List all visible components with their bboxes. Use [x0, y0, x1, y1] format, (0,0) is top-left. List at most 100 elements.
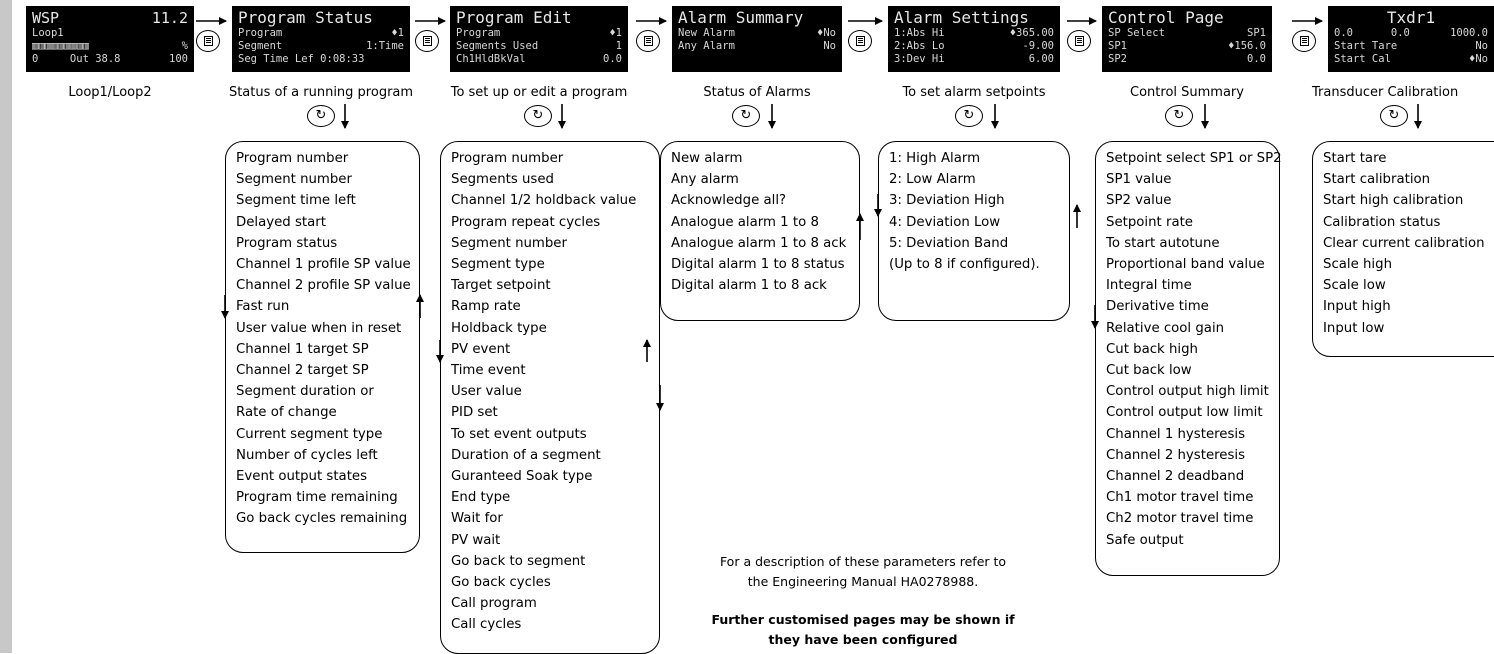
- list-item: Start high calibration: [1323, 193, 1464, 209]
- screen-title: WSP: [32, 9, 60, 27]
- screen-title: Alarm Settings: [894, 8, 1029, 27]
- scroll-button-icon[interactable]: ↻: [732, 105, 760, 127]
- page-button-icon[interactable]: [415, 30, 439, 52]
- list-alarm-settings: 1: High Alarm 2: Low Alarm 3: Deviation …: [878, 141, 1070, 321]
- list-item: Go back to segment: [451, 553, 586, 569]
- screen-value: 11.2: [151, 9, 188, 27]
- screen-row-label: SP Select: [1108, 27, 1165, 39]
- list-item: Cut back low: [1106, 363, 1192, 379]
- page-button-icon[interactable]: [636, 30, 660, 52]
- list-item: Ramp rate: [451, 299, 521, 315]
- list-item: Segment time left: [236, 193, 356, 209]
- list-control-page: Setpoint select SP1 or SP2 SP1 value SP2…: [1095, 141, 1282, 576]
- screen-row-label: Program: [456, 27, 501, 39]
- screen-row-value: ♦156.0: [1228, 40, 1266, 52]
- screen-row-value: ♦1: [609, 27, 622, 39]
- page-button-icon[interactable]: [1292, 30, 1316, 52]
- list-item: Setpoint select SP1 or SP2: [1106, 151, 1282, 166]
- custom-pages-note: Further customised pages may be shown if: [711, 612, 1015, 627]
- screen-row-value: 1: [615, 40, 622, 52]
- screen-row-label: 0 Out 38.8: [32, 53, 121, 65]
- screen-title: Program Edit: [456, 8, 572, 27]
- list-item: Go back cycles remaining: [236, 511, 408, 527]
- list-item: Current segment type: [236, 426, 383, 442]
- list-item: Time event: [451, 363, 526, 379]
- list-alarm-summary: New alarm Any alarm Acknowledge all? Ana…: [660, 141, 860, 321]
- caption-loop: Loop1/Loop2: [68, 85, 152, 100]
- list-item: Proportional band value: [1106, 257, 1265, 273]
- list-item: Ch1 motor travel time: [1106, 490, 1254, 506]
- list-item: Fast run: [236, 299, 290, 315]
- list-item: End type: [451, 490, 511, 506]
- page-button-icon[interactable]: [1067, 30, 1091, 52]
- left-margin-bar: [0, 0, 12, 653]
- list-transducer-calibration: Start tare Start calibration Start high …: [1312, 141, 1494, 357]
- list-item: Event output states: [236, 469, 368, 485]
- caption-transducer: Transducer Calibration: [1312, 85, 1459, 100]
- list-item: Analogue alarm 1 to 8: [671, 214, 819, 230]
- screen-row-value: 6.00: [1028, 53, 1054, 65]
- list-item: Number of cycles left: [236, 447, 378, 463]
- list-item: Go back cycles: [451, 575, 551, 591]
- list-item: Safe output: [1106, 532, 1184, 548]
- screen-row-label: SP2: [1108, 53, 1127, 65]
- list-item: Channel 2 deadband: [1106, 469, 1245, 485]
- scroll-button-icon[interactable]: ↻: [307, 105, 335, 127]
- list-item: Channel 2 target SP: [236, 363, 369, 379]
- screen-bargraph: ▥▥▥▥▥▥▥▥▥: [32, 40, 89, 52]
- list-item: Scale low: [1323, 278, 1386, 294]
- list-item: Channel 1/2 holdback value: [451, 193, 637, 209]
- screen-row-label: Seg Time Lef 0:08:33: [238, 53, 365, 65]
- list-item: Wait for: [451, 511, 503, 527]
- screen-row-value: 1000.0: [1450, 27, 1488, 39]
- scroll-button-icon[interactable]: ↻: [955, 105, 983, 127]
- list-item: Program time remaining: [236, 490, 398, 506]
- scroll-button-icon[interactable]: ↻: [524, 105, 552, 127]
- screen-row-label: Any Alarm: [678, 40, 735, 52]
- list-item: 3: Deviation High: [889, 193, 1005, 209]
- page-button-icon[interactable]: [848, 30, 872, 52]
- list-item: Program repeat cycles: [451, 214, 601, 230]
- list-item: Segment type: [451, 257, 545, 273]
- list-item: To start autotune: [1106, 235, 1220, 251]
- screen-row-value: ♦1: [391, 27, 404, 39]
- screen-row-value: ♦No: [817, 27, 836, 39]
- screen-row-value: 0.0: [1247, 53, 1266, 65]
- custom-pages-note: they have been configured: [768, 632, 958, 647]
- scroll-button-icon[interactable]: ↻: [1380, 105, 1408, 127]
- list-item: Segment number: [451, 235, 567, 251]
- list-item: 2: Low Alarm: [889, 172, 976, 188]
- list-item: Scale high: [1323, 257, 1392, 273]
- list-item: Segment duration or: [236, 384, 374, 400]
- screen-row-value: SP1: [1247, 27, 1266, 39]
- screen-row-value: ♦365.00: [1009, 27, 1054, 39]
- list-item: PV event: [451, 341, 511, 357]
- list-item: Program number: [451, 151, 564, 166]
- list-item: To set event outputs: [451, 426, 587, 442]
- list-item: 5: Deviation Band: [889, 235, 1009, 251]
- list-item: Acknowledge all?: [671, 193, 787, 209]
- list-item: Program status: [236, 235, 338, 251]
- list-item: Target setpoint: [451, 278, 551, 294]
- screen-row-label: 3:Dev Hi: [894, 53, 945, 65]
- screen-row-value: 0.0: [603, 53, 622, 65]
- scroll-button-icon[interactable]: ↻: [1165, 105, 1193, 127]
- list-item: Start tare: [1323, 151, 1387, 166]
- screen-row-label: Segments Used: [456, 40, 539, 52]
- list-item: Channel 1 profile SP value: [236, 257, 411, 273]
- page-button-icon[interactable]: [196, 30, 220, 52]
- list-item: User value when in reset: [236, 320, 402, 336]
- screen-row-label: Segment: [238, 40, 283, 52]
- list-item: Channel 2 profile SP value: [236, 278, 411, 294]
- list-item: Ch2 motor travel time: [1106, 511, 1254, 527]
- list-item: Control output low limit: [1106, 405, 1263, 421]
- caption-program-status: Status of a running program: [228, 85, 414, 100]
- screen-alarm-settings: Alarm Settings 1:Abs Hi♦365.00 2:Abs Lo-…: [888, 6, 1060, 72]
- screen-title: Program Status: [238, 8, 373, 27]
